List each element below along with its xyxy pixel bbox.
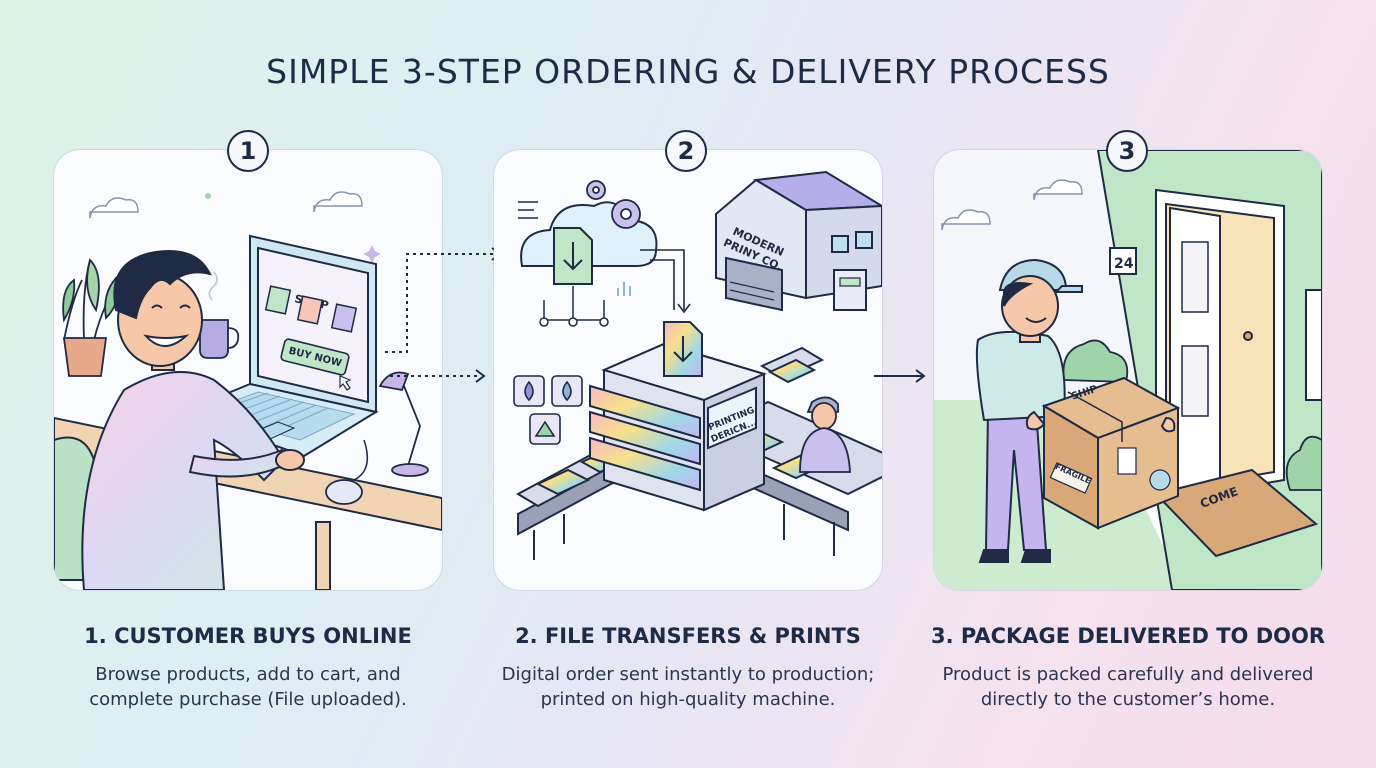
mouse-icon	[325, 479, 363, 505]
buy-now-button[interactable]: BUY NOW	[280, 338, 352, 391]
printing-production-illustration: MODERN PRINY CO.	[513, 170, 882, 560]
courier-figure	[975, 258, 1083, 563]
printer-icon	[515, 321, 882, 560]
ink-drop-icon	[513, 375, 583, 445]
worker-figure	[799, 396, 851, 473]
page-title: SIMPLE 3-STEP ORDERING & DELIVERY PROCES…	[266, 52, 1110, 91]
step-1-desc-line2: complete purchase (File uploaded).	[89, 689, 407, 710]
cloud-icon	[941, 179, 1083, 231]
cart-icon	[264, 285, 358, 333]
step-2-description: Digital order sent instantly to producti…	[478, 662, 898, 712]
coffee-mug-icon	[199, 271, 240, 359]
plant-icon	[62, 258, 125, 377]
step-2-panel: MODERN PRINY CO.	[494, 150, 882, 590]
factory-icon	[715, 170, 882, 312]
customer-figure	[81, 250, 305, 590]
step-3-title: 3. PACKAGE DELIVERED TO DOOR	[930, 624, 1326, 648]
step-3-desc-line1: Product is packed carefully and delivere…	[942, 664, 1314, 685]
step-3-panel: 24 COME	[934, 150, 1322, 590]
gear-icon	[586, 180, 641, 229]
cloud-icon	[89, 191, 363, 219]
step-1-desc-line1: Browse products, add to cart, and	[95, 664, 401, 685]
step-2-title: 2. FILE TRANSFERS & PRINTS	[515, 624, 861, 648]
step-2-desc-line1: Digital order sent instantly to producti…	[501, 664, 875, 685]
step-3-number-badge: 3	[1106, 130, 1148, 172]
step-3-desc-line2: directly to the customer’s home.	[980, 689, 1276, 710]
house-number: 24	[1114, 256, 1134, 272]
step-3-description: Product is packed carefully and delivere…	[918, 662, 1338, 712]
step-1-title: 1. CUSTOMER BUYS ONLINE	[84, 624, 412, 648]
customer-at-laptop-illustration: SHOP BUY NOW	[54, 191, 442, 590]
step-1-number-badge: 1	[227, 130, 269, 172]
package-delivery-illustration: 24 COME	[934, 150, 1322, 590]
step-2-number-badge: 2	[665, 130, 707, 172]
step-1-panel: SHOP BUY NOW	[54, 150, 442, 590]
arrow-right-icon	[874, 369, 926, 383]
door-icon	[1155, 188, 1285, 504]
house-number-plate	[1109, 247, 1137, 275]
step-2-desc-line2: printed on high-quality machine.	[540, 689, 836, 710]
step-1-description: Browse products, add to cart, and comple…	[38, 662, 458, 712]
desk-lamp-icon	[378, 371, 429, 477]
package-icon	[1025, 376, 1181, 530]
